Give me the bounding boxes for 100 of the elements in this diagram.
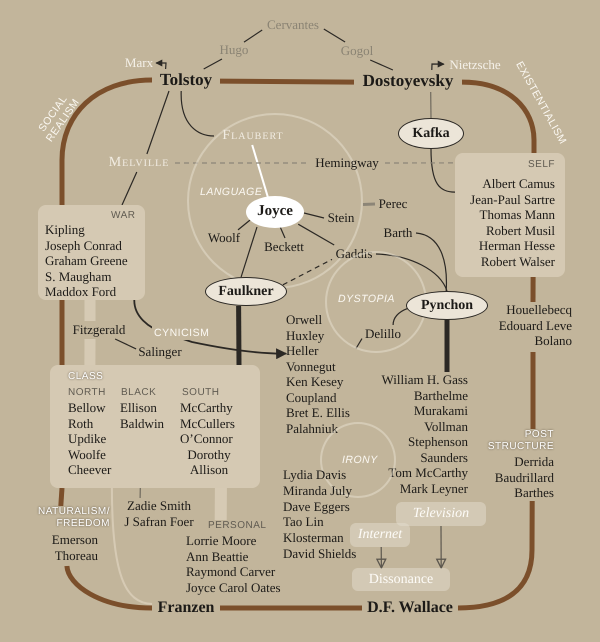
author-name: McCullers bbox=[180, 416, 235, 431]
author-name: Bolano bbox=[534, 333, 572, 348]
author-name: Jean-Paul Sartre bbox=[470, 192, 555, 207]
connector-line bbox=[298, 224, 334, 246]
group-panel bbox=[38, 205, 145, 300]
author-name: Beckett bbox=[260, 238, 308, 256]
group-heading: POST STRUCTURE bbox=[486, 429, 554, 453]
author-name: Maddox Ford bbox=[45, 284, 116, 300]
group-panel bbox=[50, 365, 260, 488]
author-name: O’Connor bbox=[180, 431, 233, 446]
author-name: William H. Gass bbox=[382, 372, 468, 388]
author-name: Baldwin bbox=[120, 416, 164, 431]
author-name: Lorrie Moore bbox=[186, 533, 256, 548]
author-name: Vollman bbox=[424, 418, 468, 434]
connector-line bbox=[84, 338, 96, 366]
author-name: Murakami bbox=[414, 403, 468, 418]
connector-line bbox=[362, 202, 376, 206]
group-heading: CLASS bbox=[68, 371, 104, 383]
author-name: Bret E. Ellis bbox=[286, 405, 350, 420]
author-name: Dorothy Allison bbox=[186, 446, 232, 478]
connector-line bbox=[58, 488, 64, 506]
connector-line bbox=[392, 308, 408, 326]
connector-line bbox=[416, 232, 448, 292]
author-name: Robert Musil bbox=[486, 222, 555, 238]
author-name: Coupland bbox=[286, 390, 337, 405]
author-name: Tolstoy bbox=[152, 69, 220, 91]
connector-line bbox=[385, 162, 455, 164]
group-panel bbox=[455, 153, 565, 277]
connector-line bbox=[236, 306, 242, 366]
connector-line bbox=[444, 320, 450, 372]
connector-line bbox=[376, 253, 448, 292]
author-name: Ann Beattie bbox=[186, 548, 248, 564]
author-name: Tao Lin bbox=[283, 514, 324, 530]
theme-tag: Television bbox=[396, 502, 486, 526]
author-name: Graham Greene bbox=[45, 253, 128, 268]
connector-line bbox=[140, 488, 141, 498]
theme-tag: Internet bbox=[350, 523, 410, 547]
connector-line bbox=[370, 59, 394, 71]
author-name: Hugo bbox=[214, 41, 254, 59]
connector-line bbox=[458, 501, 535, 610]
connector-line bbox=[430, 92, 432, 118]
connector-line bbox=[114, 338, 136, 350]
author-name: Woolfe bbox=[68, 446, 106, 462]
author-name: Orwell bbox=[286, 312, 322, 328]
author-name: Franzen bbox=[152, 597, 220, 619]
connector-line bbox=[530, 352, 536, 429]
author-name: Thoreau bbox=[54, 548, 98, 563]
connector-line bbox=[121, 172, 138, 206]
author-name: Barthelme bbox=[414, 388, 468, 403]
author-name: Ellison bbox=[120, 400, 157, 416]
author-name: S. Maugham bbox=[45, 268, 112, 284]
author-name: Palahniuk bbox=[286, 420, 338, 436]
connector-line bbox=[60, 300, 64, 365]
author-name: Woolf bbox=[204, 229, 244, 247]
author-name: Barthes bbox=[514, 485, 554, 500]
author-name: Mark Leyner bbox=[400, 480, 468, 496]
author-name: D.F. Wallace bbox=[362, 597, 458, 619]
theme-tag: Dissonance bbox=[352, 568, 450, 591]
author-name: Houellebecq bbox=[506, 302, 572, 318]
connector-line bbox=[146, 90, 170, 154]
author-name: Ken Kesey bbox=[286, 374, 344, 390]
author-name: Edouard Leve bbox=[498, 318, 572, 333]
arrow bbox=[431, 60, 445, 70]
connector-line bbox=[175, 162, 309, 164]
connector-line bbox=[180, 91, 214, 137]
author-name: Stephenson bbox=[408, 434, 468, 450]
author-name: Lydia Davis bbox=[283, 467, 346, 482]
connector-line bbox=[530, 277, 536, 302]
author-name: Fitzgerald bbox=[68, 321, 130, 339]
connector-line bbox=[84, 300, 96, 321]
author-name: Dave Eggers bbox=[283, 499, 350, 514]
connector-line bbox=[462, 80, 536, 153]
author-name: Flaubert bbox=[214, 127, 292, 145]
connector-line bbox=[323, 28, 346, 43]
connector-line bbox=[251, 144, 269, 198]
author-name: Klosterman bbox=[283, 530, 344, 546]
author-name: Cheever bbox=[68, 462, 112, 478]
author-name: McCarthy bbox=[180, 400, 233, 416]
group-heading: NORTH bbox=[68, 387, 106, 399]
author-name: Perec bbox=[375, 195, 411, 213]
author-name: Vonnegut bbox=[286, 358, 336, 374]
author-name: Updike bbox=[68, 431, 106, 446]
author-name: Gaddis bbox=[332, 245, 376, 263]
author-ellipse: Joyce bbox=[246, 196, 304, 228]
connector-line bbox=[220, 78, 354, 85]
author-name: Bellow bbox=[68, 400, 106, 416]
author-name: Derrida bbox=[514, 454, 554, 470]
author-name: Miranda July bbox=[283, 483, 352, 498]
connector-line bbox=[430, 148, 456, 193]
connector-line bbox=[282, 258, 332, 286]
author-name: Heller bbox=[286, 343, 318, 358]
arrow bbox=[436, 526, 446, 569]
group-heading: SELF bbox=[528, 159, 555, 171]
connector-line bbox=[240, 226, 258, 278]
author-name: Salinger bbox=[134, 343, 186, 361]
author-name: Kipling bbox=[45, 222, 85, 238]
author-ellipse: Kafka bbox=[398, 118, 464, 149]
group-heading: WAR bbox=[111, 210, 136, 222]
author-name: Roth bbox=[68, 416, 94, 431]
group-heading: SOUTH bbox=[182, 387, 220, 399]
